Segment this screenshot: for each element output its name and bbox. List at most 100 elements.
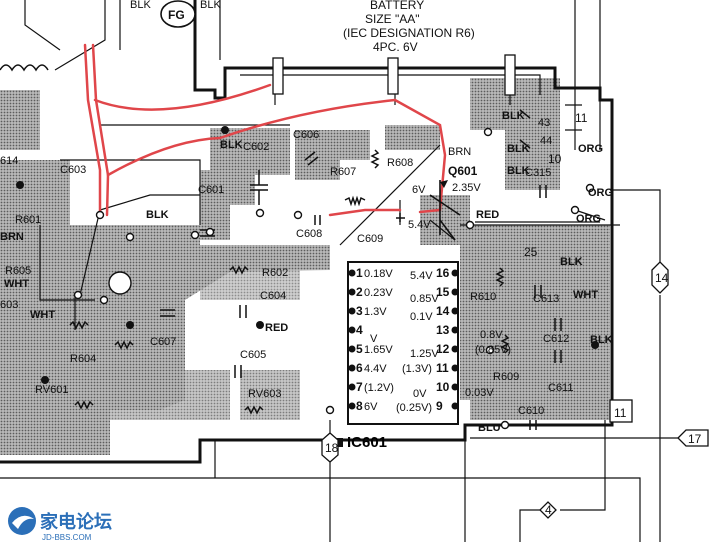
wire-wht-3: WHT xyxy=(573,289,598,301)
q601-wire: BRN xyxy=(448,146,471,158)
ic601-pin-voltage: 4.4V xyxy=(364,363,387,375)
ic601-pin-voltage: (1.2V) xyxy=(364,382,394,394)
ic601-pin-number: 13 xyxy=(436,323,450,337)
ic601-pin-voltage: 6V xyxy=(364,401,378,413)
ic601-pin-voltage-16: 5.4V xyxy=(410,270,433,282)
ic601-pin-voltage-12: 1.25V xyxy=(410,348,439,360)
motor-fg: FG BLK BLK xyxy=(130,0,221,28)
label-c609: C609 xyxy=(357,233,383,245)
ic601-pin-pad xyxy=(348,402,356,410)
ic601-pin-pad xyxy=(348,364,356,372)
misc-voltage-labels: 0.8V (0.85V) 0.03V xyxy=(465,329,511,399)
copper-areas xyxy=(0,78,610,455)
label-c601: C601 xyxy=(198,184,224,196)
wire-red-1: RED xyxy=(476,209,499,221)
ic601-pin-number: 6 xyxy=(356,361,363,375)
label-r614: 614 xyxy=(0,155,18,167)
ic601-pin-pad xyxy=(348,307,356,315)
ic601-pin-pad xyxy=(451,307,459,315)
battery-line4: 4PC. 6V xyxy=(373,40,418,54)
watermark-cn: 家电论坛 xyxy=(40,511,112,533)
ic601-pin-number: 5 xyxy=(356,342,363,356)
label-c606: C606 xyxy=(293,129,319,141)
label-c612: C612 xyxy=(543,333,569,345)
ic601-pin-pad xyxy=(451,269,459,277)
q601-collector-voltage: 2.35V xyxy=(452,182,481,194)
connector-18: 18 xyxy=(325,441,339,455)
label-rv603: RV603 xyxy=(248,388,281,400)
wire-blk-7: BLK xyxy=(590,334,613,346)
wire-blu-1: BLU xyxy=(478,422,501,434)
ic601-pin-number: 2 xyxy=(356,285,363,299)
ic601-pin-pad xyxy=(348,269,356,277)
label-c613: C613 xyxy=(533,293,559,305)
watermark-url: JD-BBS.COM xyxy=(42,533,92,542)
label-c608: C608 xyxy=(296,228,322,240)
label-rv601: RV601 xyxy=(35,384,68,396)
ic601-pin-voltage: 0.18V xyxy=(364,268,393,280)
connector-17: 17 xyxy=(688,432,702,446)
ic601-pin-number: 14 xyxy=(436,304,450,318)
wire-blk-4: BLK xyxy=(507,143,530,155)
battery-line1: BATTERY xyxy=(370,0,424,12)
label-r607: R607 xyxy=(330,166,356,178)
ic601-pin-pad xyxy=(451,402,459,410)
ic601-pin-number: 11 xyxy=(436,361,449,375)
ic601-pin-pad xyxy=(451,345,459,353)
wire-blk-6: BLK xyxy=(560,256,583,268)
wire-blk-1: BLK xyxy=(220,139,243,151)
voltage-0-8: 0.8V xyxy=(480,329,503,341)
connector-14: 14 xyxy=(655,271,669,285)
label-c610: C610 xyxy=(518,405,544,417)
label-r603: 603 xyxy=(0,299,18,311)
ic601-pin-voltage-10: 0V xyxy=(413,388,427,400)
label-c315: C315 xyxy=(525,167,551,179)
label-r608: R608 xyxy=(387,157,413,169)
ic601-pin-number: 9 xyxy=(436,399,443,413)
label-r609: R609 xyxy=(493,371,519,383)
motor-fg-label: FG xyxy=(168,8,185,22)
ic601-pin-voltage-9: (0.25V) xyxy=(396,402,432,414)
label-r604: R604 xyxy=(70,353,96,365)
wire-red-2: RED xyxy=(265,322,288,334)
connector-tags xyxy=(321,104,709,519)
ic601-pin-pad xyxy=(451,288,459,296)
label-c611: C611 xyxy=(548,382,573,394)
battery-line2: SIZE "AA" xyxy=(365,12,420,26)
ic601-pin-pad xyxy=(348,326,356,334)
connector-11-box: 11 xyxy=(614,406,627,420)
filled-pads xyxy=(16,126,599,384)
ic601-pin-number: 3 xyxy=(356,304,363,318)
q601-label: Q601 xyxy=(448,164,478,178)
ic601-pin4-voltage: V xyxy=(370,333,378,345)
wire-blk-2: BLK xyxy=(146,209,169,221)
connector-11a: 11 xyxy=(575,111,588,125)
label-r605: R605 xyxy=(5,265,31,277)
battery-terminals xyxy=(272,54,516,96)
ic601-pin-number: 10 xyxy=(436,380,450,394)
wire-org-1: ORG xyxy=(578,143,603,155)
wire-wht-1: WHT xyxy=(4,278,29,290)
ic601-pin-pad xyxy=(451,383,459,391)
ic601-pin-voltage: 1.3V xyxy=(364,306,387,318)
q601-transistor: Q601 BRN 6V 2.35V 5.4V xyxy=(408,146,481,241)
voltage-0-03: 0.03V xyxy=(465,387,494,399)
wire-color-labels: BLK BLK BLK BLK BLK BLK BLK RED RED ORG … xyxy=(0,110,613,434)
wire-blk-3: BLK xyxy=(502,110,525,122)
label-c44: 44 xyxy=(540,135,552,147)
wire-wht-2: WHT xyxy=(30,309,55,321)
solder-pads xyxy=(73,127,595,430)
label-c603: C603 xyxy=(60,164,86,176)
label-r601: R601 xyxy=(15,214,41,226)
component-labels: C602 C606 R608 R607 C601 C603 C608 C609 … xyxy=(0,117,573,417)
red-markup-lines xyxy=(83,43,447,217)
wire-org-2: ORG xyxy=(588,187,613,199)
ic601-pin-voltage-15: 0.85V xyxy=(410,293,439,305)
ic601-pin-number: 1 xyxy=(356,266,363,280)
wire-brn-1: BRN xyxy=(0,231,24,243)
ic601-pin-voltage: 0.23V xyxy=(364,287,393,299)
motor-wire-left: BLK xyxy=(130,0,151,11)
